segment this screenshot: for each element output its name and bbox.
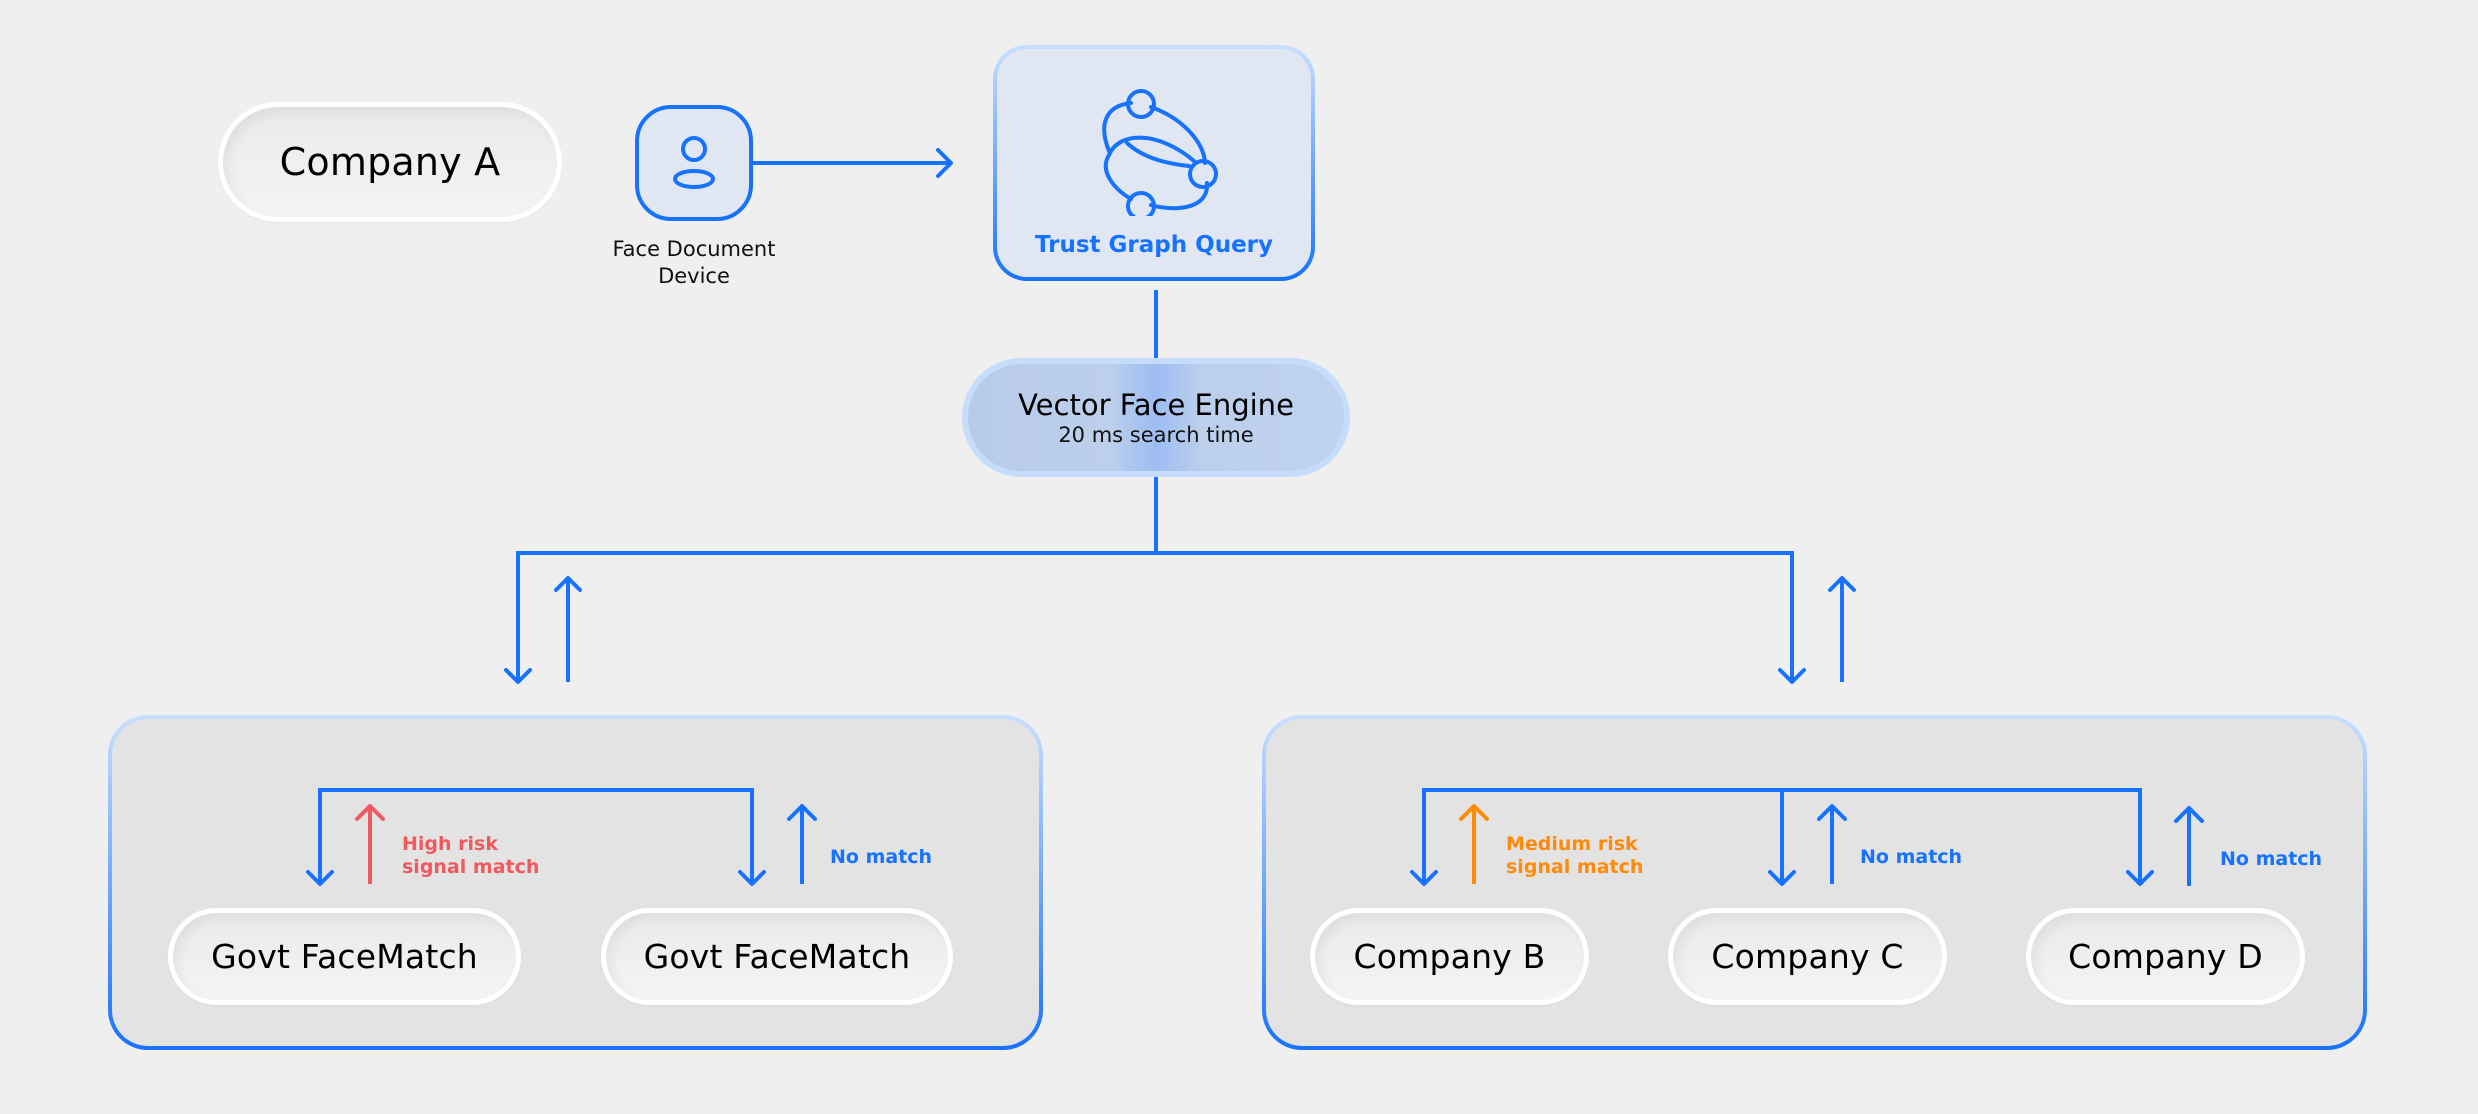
arrow-down-govt-1 xyxy=(306,870,334,886)
company-c-node[interactable]: Company C xyxy=(1668,908,1947,1005)
signal-label-govt-2-line1: No match xyxy=(830,846,933,868)
signal-label-govt-1: High risk signal match xyxy=(402,833,539,879)
arrow-up-from-government-group xyxy=(554,576,582,682)
arrow-device-to-trust-graph xyxy=(753,148,953,178)
user-icon xyxy=(673,136,715,189)
company-c-label: Company C xyxy=(1711,937,1904,976)
company-b-node[interactable]: Company B xyxy=(1310,908,1589,1005)
company-d-node[interactable]: Company D xyxy=(2026,908,2305,1005)
engine-title: Vector Face Engine xyxy=(1018,387,1294,422)
source-company-node[interactable]: Company A xyxy=(218,102,562,222)
source-company-label: Company A xyxy=(279,140,501,184)
vector-face-engine-node[interactable]: Vector Face Engine 20 ms search time xyxy=(962,358,1350,477)
device-label-line1: Face Document xyxy=(612,237,776,261)
company-b-label: Company B xyxy=(1353,937,1546,976)
signal-label-company-c: No match xyxy=(1860,846,1962,869)
arrow-down-to-company-group xyxy=(1778,668,1806,684)
govt-facematch-node-1[interactable]: Govt FaceMatch xyxy=(168,908,521,1005)
arrow-up-from-company-group xyxy=(1828,576,1856,682)
arrow-down-company-c xyxy=(1768,870,1796,886)
device-label: Face Document Device xyxy=(594,236,794,290)
govt-facematch-node-2[interactable]: Govt FaceMatch xyxy=(601,908,953,1005)
arrow-down-company-b xyxy=(1410,870,1438,886)
trust-graph-query-node[interactable]: Trust Graph Query xyxy=(993,45,1315,281)
signal-label-company-c-line1: No match xyxy=(1860,846,1963,868)
signal-label-govt-2: No match xyxy=(830,846,932,869)
company-d-label: Company D xyxy=(2068,937,2263,976)
arrow-down-company-d xyxy=(2126,870,2154,886)
arrow-up-company-b-medium-risk xyxy=(1459,804,1489,884)
govt-facematch-label-2: Govt FaceMatch xyxy=(643,937,911,976)
arrow-up-company-c-no-match xyxy=(1817,804,1847,884)
main-bus-line xyxy=(516,551,1794,682)
engine-subtitle: 20 ms search time xyxy=(1058,422,1254,447)
arrow-up-govt-2-no-match xyxy=(787,804,817,884)
trust-graph-query-label: Trust Graph Query xyxy=(1034,232,1274,258)
government-inner-bus xyxy=(318,788,754,884)
arrow-up-govt-1-high-risk xyxy=(355,804,385,884)
govt-facematch-label-1: Govt FaceMatch xyxy=(211,937,478,976)
signal-label-govt-1-line1: High risk xyxy=(402,833,498,855)
arrow-up-company-d-no-match xyxy=(2174,806,2204,886)
signal-label-govt-1-line2: signal match xyxy=(402,856,540,878)
arrow-down-to-government-group xyxy=(504,668,532,684)
signal-label-company-b: Medium risk signal match xyxy=(1506,833,1643,879)
signal-label-company-b-line2: signal match xyxy=(1506,856,1644,878)
arrow-down-govt-2 xyxy=(738,870,766,886)
signal-label-company-d: No match xyxy=(2220,848,2322,871)
device-label-line2: Device xyxy=(658,264,730,288)
signal-label-company-d-line1: No match xyxy=(2220,848,2323,870)
face-document-device-node[interactable] xyxy=(635,105,753,221)
signal-label-company-b-line1: Medium risk xyxy=(1506,833,1638,855)
graph-network-icon xyxy=(1102,89,1218,216)
